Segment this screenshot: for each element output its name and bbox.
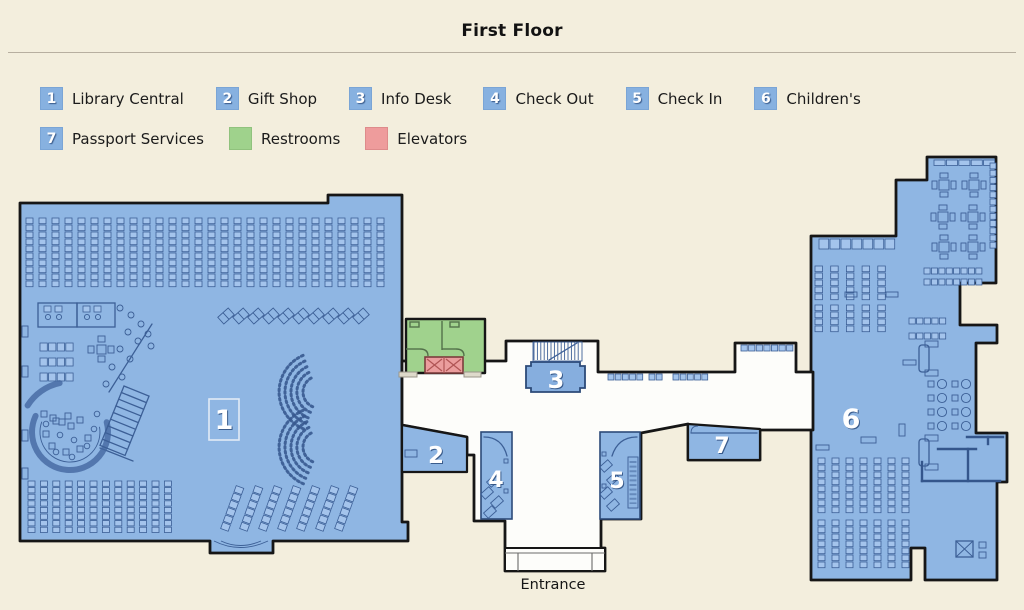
area-gift-shop <box>400 423 469 474</box>
childrens-furniture <box>814 159 1005 569</box>
legend-label: Gift Shop <box>247 89 318 108</box>
corridor-furniture <box>404 341 794 519</box>
legend: 1 Library Central 2 Gift Shop 3 Info Des… <box>40 87 861 167</box>
legend-item-childrens: 6 Children's <box>754 87 861 110</box>
page-title: First Floor <box>461 21 563 41</box>
legend-swatch-4: 4 <box>483 87 507 110</box>
legend-swatch-5: 5 <box>625 87 649 110</box>
legend-item-library-central: 1 Library Central <box>40 87 184 110</box>
legend-label: Library Central <box>72 89 184 108</box>
legend-label: Check Out <box>515 89 594 108</box>
map-label-passport-services: 7 <box>714 434 729 459</box>
legend-swatch-1: 1 <box>40 87 63 110</box>
legend-label: Passport Services <box>72 129 204 148</box>
legend-label: Check In <box>657 89 723 108</box>
restroom-fixtures <box>406 321 465 357</box>
door-mat <box>398 371 418 378</box>
legend-swatch-2: 2 <box>215 87 239 110</box>
door-mat <box>463 371 482 378</box>
entrance-label: Entrance <box>521 577 586 593</box>
map-label-gift-shop: 2 <box>428 443 444 469</box>
legend-item-info-desk: 3 Info Desk <box>349 87 451 110</box>
legend-swatch-restrooms <box>228 127 252 150</box>
legend-row-2: 7 Passport Services Restrooms Elevators <box>40 127 861 150</box>
area-info-desk <box>525 361 586 393</box>
legend-item-check-out: 4 Check Out <box>483 87 594 110</box>
elevator-x-icon <box>426 357 462 373</box>
legend-label: Info Desk <box>381 89 452 108</box>
legend-row-1: 1 Library Central 2 Gift Shop 3 Info Des… <box>40 87 861 110</box>
map-label-childrens: 6 <box>842 404 861 435</box>
map-label-info-desk: 3 <box>548 366 565 394</box>
legend-swatch-6: 6 <box>754 87 778 110</box>
map-label-check-in: 5 <box>609 469 624 494</box>
library-central-furniture <box>21 217 385 548</box>
legend-swatch-7: 7 <box>40 127 63 150</box>
area-check-out <box>480 431 513 520</box>
map-label-library-central: 1 <box>215 405 234 436</box>
legend-label: Restrooms <box>260 129 341 148</box>
legend-item-gift-shop: 2 Gift Shop <box>215 87 318 110</box>
legend-label: Children's <box>786 89 861 108</box>
entrance-vestibule <box>504 547 606 572</box>
legend-swatch-3: 3 <box>349 87 373 110</box>
legend-label: Elevators <box>397 129 468 148</box>
legend-swatch-elevators <box>365 127 389 150</box>
map-label-check-out: 4 <box>488 468 503 493</box>
legend-item-passport-services: 7 Passport Services <box>40 127 204 150</box>
legend-item-elevators: Elevators <box>365 127 467 150</box>
legend-item-restrooms: Restrooms <box>228 127 341 150</box>
legend-item-check-in: 5 Check In <box>625 87 723 110</box>
divider <box>8 52 1016 53</box>
